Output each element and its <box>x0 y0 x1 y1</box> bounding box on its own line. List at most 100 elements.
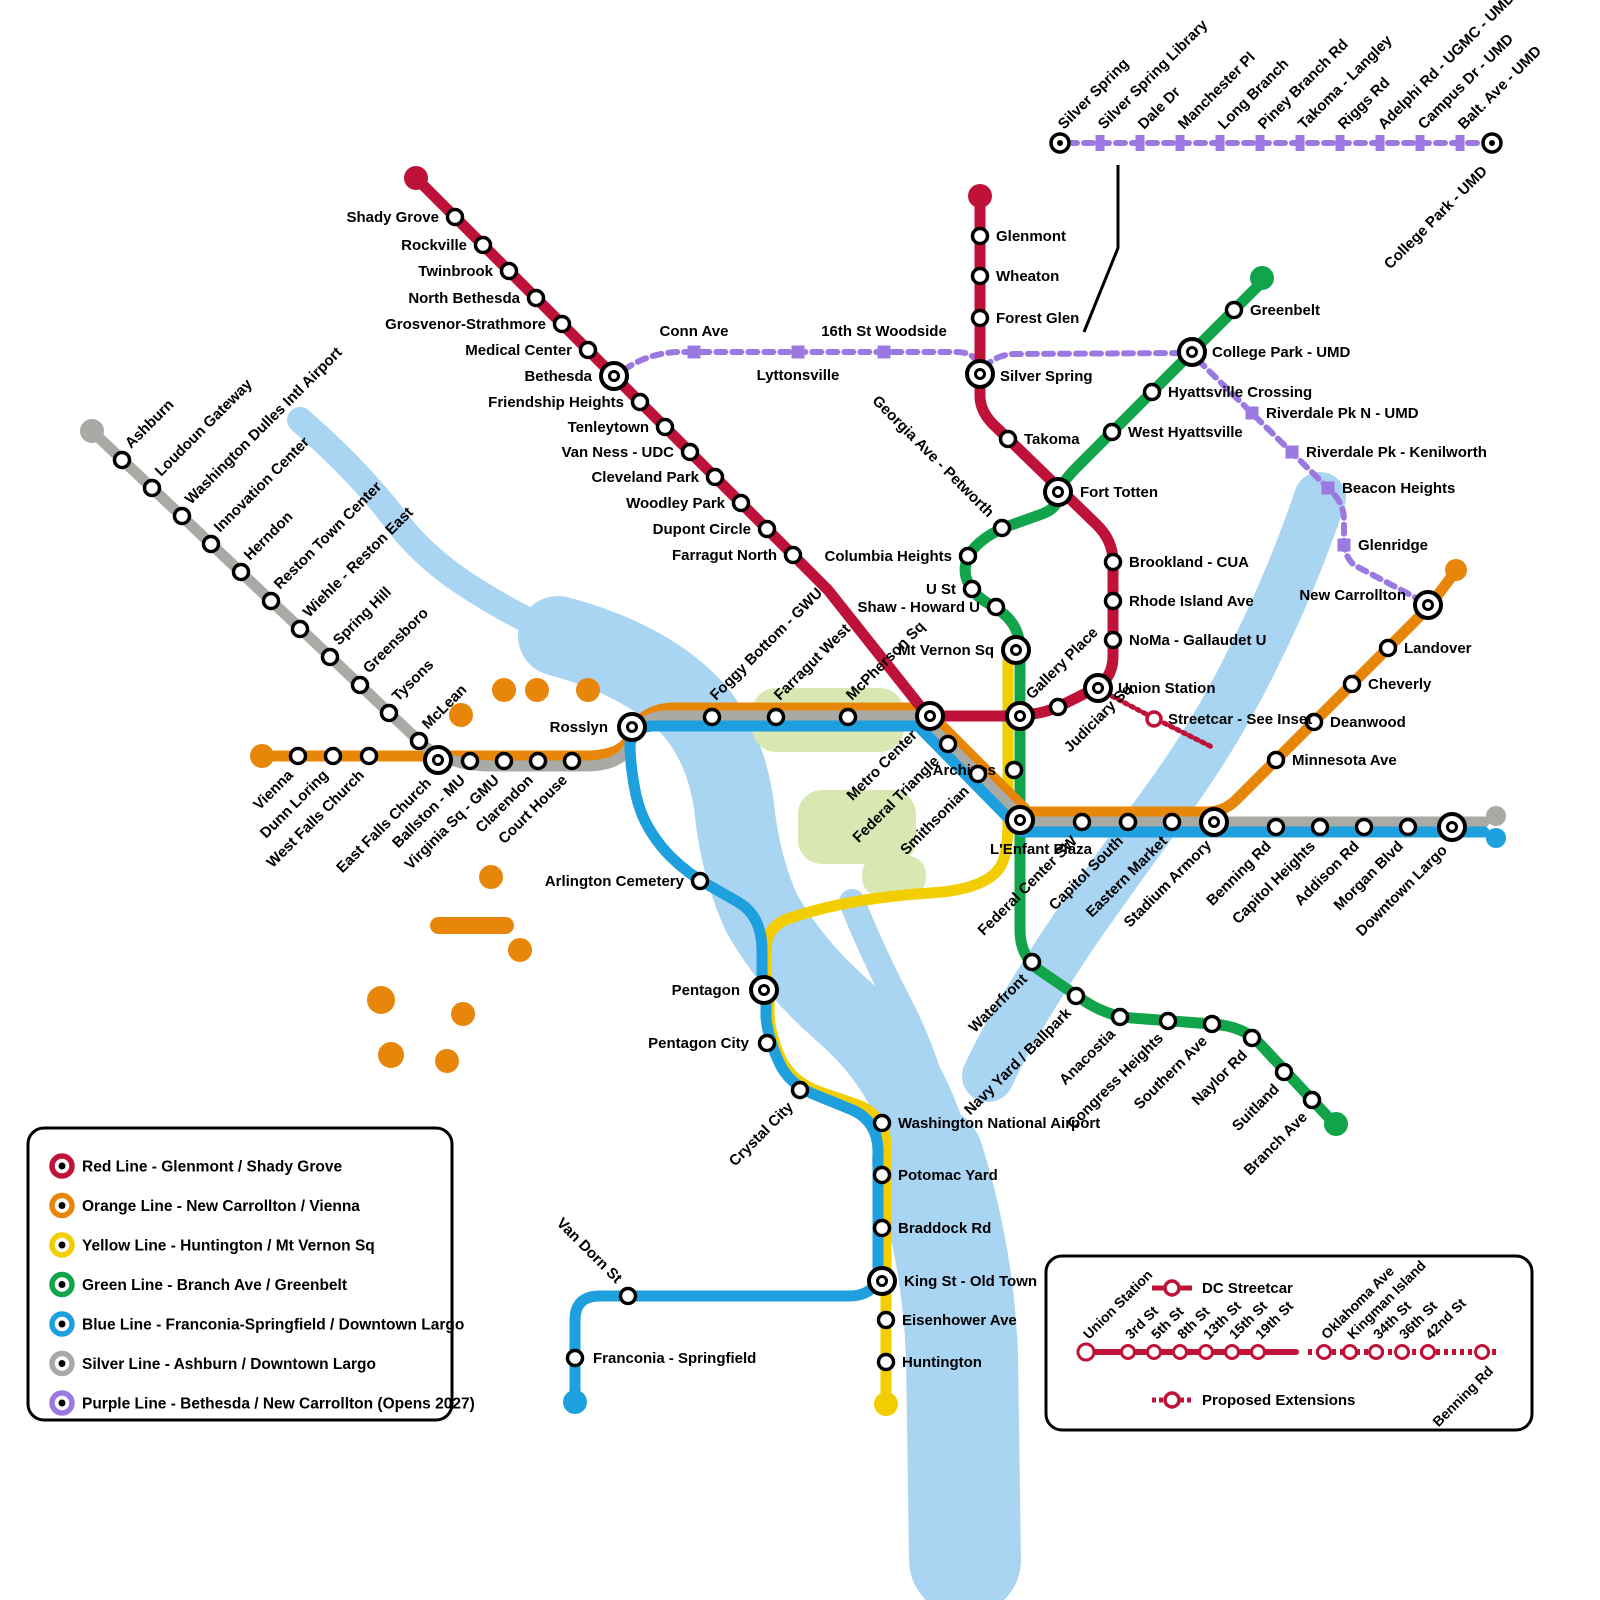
station-noma-gallaudet-u[interactable]: NoMa - Gallaudet U <box>1103 630 1267 650</box>
station-marker[interactable] <box>578 340 598 360</box>
station-marker[interactable] <box>1048 697 1068 717</box>
station-marker[interactable] <box>528 751 548 771</box>
station-adelphi-rd-ugmc-umd[interactable]: Adelphi Rd - UGMC - UMD <box>1375 0 1519 151</box>
station-rhode-island-ave[interactable]: Rhode Island Ave <box>1103 591 1254 611</box>
station-u-st[interactable]: U St <box>926 579 982 599</box>
station-marker[interactable] <box>783 545 803 565</box>
station-marker[interactable] <box>690 871 710 891</box>
station-shady-grove[interactable]: Shady Grove <box>346 207 465 227</box>
station-marker[interactable] <box>998 429 1018 449</box>
purple-station-marker[interactable] <box>1375 135 1385 151</box>
station-marker[interactable] <box>1310 817 1330 837</box>
station-marker[interactable] <box>1302 1090 1322 1110</box>
station-marker[interactable] <box>460 751 480 771</box>
station-marker[interactable] <box>655 417 675 437</box>
station-marker[interactable] <box>618 1286 638 1306</box>
station-marker[interactable] <box>1378 638 1398 658</box>
station-marker[interactable] <box>702 707 722 727</box>
purple-station-marker[interactable] <box>1095 135 1105 151</box>
streetcar-station-marker[interactable] <box>1474 1344 1490 1360</box>
station-marker[interactable] <box>872 1218 892 1238</box>
station-greenbelt[interactable]: Greenbelt <box>1224 300 1321 320</box>
station-deanwood[interactable]: Deanwood <box>1304 712 1406 732</box>
station-marker[interactable] <box>288 746 308 766</box>
station-marker[interactable] <box>680 442 700 462</box>
station-mt-vernon-sq[interactable]: Mt Vernon Sq <box>898 635 1031 665</box>
station-marker[interactable] <box>1274 1062 1294 1082</box>
station-marker[interactable] <box>986 597 1006 617</box>
station-college-park-umd[interactable]: College Park - UMD <box>1177 337 1351 367</box>
station-friendship-heights[interactable]: Friendship Heights <box>488 392 650 412</box>
streetcar-station-marker[interactable] <box>1420 1344 1436 1360</box>
station-marker[interactable] <box>409 731 429 751</box>
station-marker[interactable] <box>142 478 162 498</box>
streetcar-station-marker[interactable] <box>1316 1344 1332 1360</box>
station-takoma[interactable]: Takoma <box>998 429 1081 449</box>
streetcar-station-marker[interactable] <box>1120 1344 1136 1360</box>
purple-station-marker[interactable] <box>791 345 805 359</box>
purple-station-marker[interactable] <box>687 345 701 359</box>
station-marker[interactable] <box>970 266 990 286</box>
station-pentagon[interactable]: Pentagon <box>672 975 779 1005</box>
station-marker[interactable] <box>261 591 281 611</box>
purple-station-marker[interactable] <box>1135 135 1145 151</box>
station-crystal-city[interactable]: Crystal City <box>726 1080 810 1170</box>
station-marker[interactable] <box>876 1352 896 1372</box>
station-conn-ave[interactable]: Conn Ave <box>660 323 729 359</box>
station-marker[interactable] <box>1110 1007 1130 1027</box>
station-marker[interactable] <box>1004 760 1024 780</box>
purple-station-marker[interactable] <box>1337 538 1351 552</box>
station-braddock-rd[interactable]: Braddock Rd <box>872 1218 992 1238</box>
station-marker[interactable] <box>359 746 379 766</box>
purple-station-marker[interactable] <box>1295 135 1305 151</box>
streetcar-station-marker[interactable] <box>1145 710 1163 728</box>
station-minnesota-ave[interactable]: Minnesota Ave <box>1266 750 1397 770</box>
streetcar-station-marker[interactable] <box>1224 1344 1240 1360</box>
station-marker[interactable] <box>112 450 132 470</box>
station-marker[interactable] <box>1066 986 1086 1006</box>
station-new-carrollton[interactable]: New Carrollton <box>1299 587 1443 620</box>
station-columbia-heights[interactable]: Columbia Heights <box>824 546 978 566</box>
station-marker[interactable] <box>1022 952 1042 972</box>
purple-station-marker[interactable] <box>1215 135 1225 151</box>
station-dupont-circle[interactable]: Dupont Circle <box>653 519 777 539</box>
station-college-park-umd[interactable]: College Park - UMD <box>1381 132 1503 273</box>
station-marker[interactable] <box>1102 422 1122 442</box>
station-rockville[interactable]: Rockville <box>401 235 493 255</box>
station-marker[interactable] <box>172 506 192 526</box>
purple-station-marker[interactable] <box>1321 481 1335 495</box>
station-van-ness-udc[interactable]: Van Ness - UDC <box>561 442 700 462</box>
station-marker[interactable] <box>872 1165 892 1185</box>
station-marker[interactable] <box>1103 552 1123 572</box>
station-marker[interactable] <box>970 308 990 328</box>
station-marker[interactable] <box>552 314 572 334</box>
station-union-station[interactable]: Union Station <box>1083 673 1216 703</box>
streetcar-station-marker[interactable] <box>1342 1344 1358 1360</box>
station-potomac-yard[interactable]: Potomac Yard <box>872 1165 998 1185</box>
station-marker[interactable] <box>1103 591 1123 611</box>
station-marker[interactable] <box>766 707 786 727</box>
station-arlington-cemetery[interactable]: Arlington Cemetery <box>545 871 710 891</box>
station-marker[interactable] <box>958 546 978 566</box>
purple-station-marker[interactable] <box>1285 445 1299 459</box>
station-landover[interactable]: Landover <box>1378 638 1472 658</box>
station-washington-national-airport[interactable]: Washington National Airport <box>872 1113 1101 1133</box>
station-riverdale-pk-n-umd[interactable]: Riverdale Pk N - UMD <box>1245 405 1419 422</box>
station-marker[interactable] <box>1162 812 1182 832</box>
station-marker[interactable] <box>350 675 370 695</box>
station-marker[interactable] <box>1072 812 1092 832</box>
station-marker[interactable] <box>872 1113 892 1133</box>
station-medical-center[interactable]: Medical Center <box>465 340 598 360</box>
station-marker[interactable] <box>1266 817 1286 837</box>
station-marker[interactable] <box>445 207 465 227</box>
station-riverdale-pk-kenilworth[interactable]: Riverdale Pk - Kenilworth <box>1285 444 1487 461</box>
station-lyttonsville[interactable]: Lyttonsville <box>757 345 840 385</box>
station-cheverly[interactable]: Cheverly <box>1342 674 1433 694</box>
station-marker[interactable] <box>1242 1028 1262 1048</box>
station-marker[interactable] <box>992 518 1012 538</box>
purple-station-marker[interactable] <box>1255 135 1265 151</box>
station-glenridge[interactable]: Glenridge <box>1337 537 1429 554</box>
purple-station-marker[interactable] <box>1245 406 1259 420</box>
station-marker[interactable] <box>1224 300 1244 320</box>
streetcar-station-marker[interactable] <box>1146 1344 1162 1360</box>
